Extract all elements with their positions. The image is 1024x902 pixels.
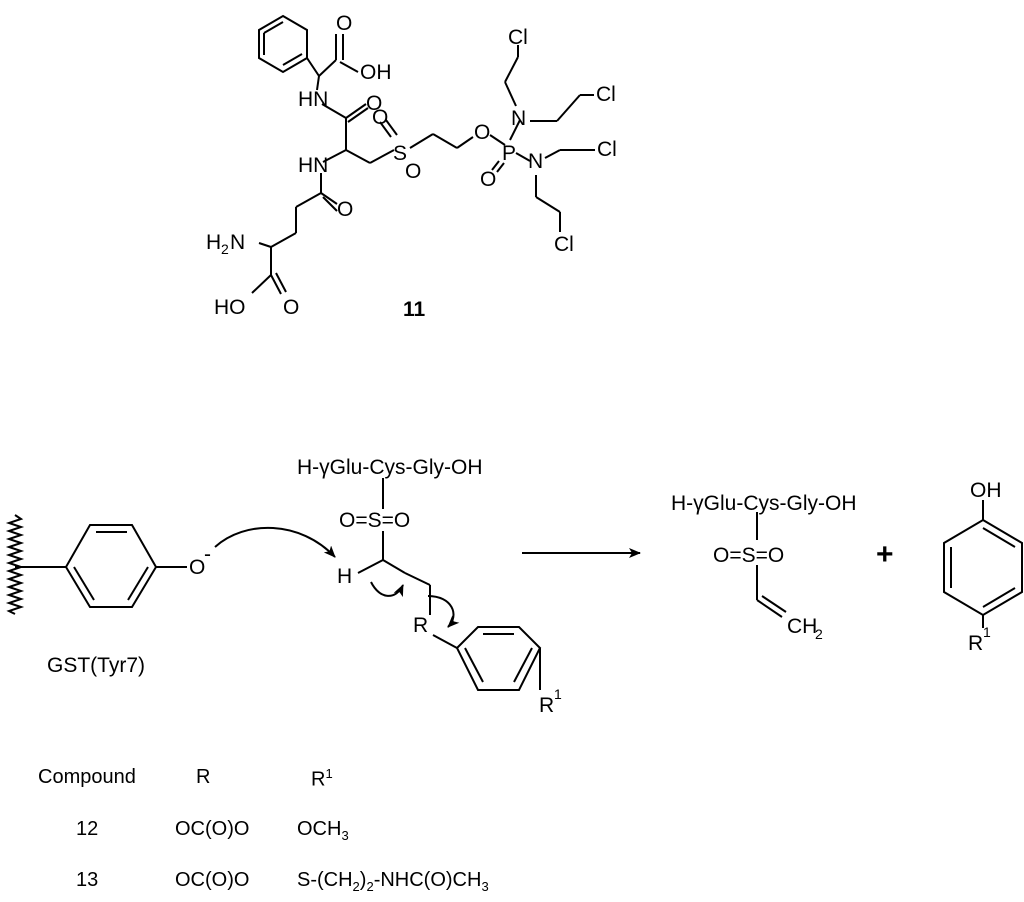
table-header-r1-text: R xyxy=(311,768,326,791)
row12-r1-sub: 3 xyxy=(341,828,349,843)
substrate-r1-sup: 1 xyxy=(554,686,562,702)
table-row-13-compound: 13 xyxy=(76,869,99,891)
amine-sub-label: 2 xyxy=(221,241,229,257)
phenoxide-o-label: O xyxy=(189,556,205,579)
table-row-12-r: OC(O)O xyxy=(175,818,250,840)
phenol-oh-label: OH xyxy=(970,479,1002,502)
row13-r1-sub-c: 3 xyxy=(481,879,489,894)
row13-r1-part-a: S-(CH xyxy=(297,869,353,891)
product-so2-label: O=S=O xyxy=(713,544,784,567)
phosphoryl-o-label: O xyxy=(480,168,496,191)
wavy-protein-backbone xyxy=(5,514,25,615)
product-ch2-sub: 2 xyxy=(815,626,823,642)
product-peptide-label: H-γGlu-Cys-Gly-OH xyxy=(671,492,856,515)
table-row-12-r1: OCH3 xyxy=(297,818,349,843)
compound-11-bonds xyxy=(251,14,595,295)
mechanism-bonds xyxy=(5,478,1023,691)
substrate-r-label: R xyxy=(413,614,428,637)
substrate-peptide-label: H-γGlu-Cys-Gly-OH xyxy=(297,456,482,479)
phenoxide-charge-label: - xyxy=(204,543,211,566)
row12-r1-part: OCH xyxy=(297,818,342,840)
attack-arrow xyxy=(214,526,336,558)
nitrogen-upper-label: N xyxy=(511,107,526,130)
amide-o-mid-label: O xyxy=(337,198,353,221)
table-header-compound: Compound xyxy=(38,766,136,788)
phenyl-ring-11 xyxy=(258,14,308,74)
phenol-ring xyxy=(943,518,1023,617)
carboxyl-ho-label: HO xyxy=(214,296,246,319)
table-row-13-r1: S-(CH2)2-NHC(O)CH3 xyxy=(297,869,489,894)
table-header-r1: R1 xyxy=(311,766,333,792)
electron-arrow-2 xyxy=(427,595,460,628)
substrate-h-label: H xyxy=(337,565,352,588)
amide-nh-mid-label: HN xyxy=(298,154,328,177)
amine-n-label: N xyxy=(230,231,245,254)
enzyme-label: GST(Tyr7) xyxy=(47,654,145,677)
tyrosine-ring xyxy=(64,524,158,608)
substrate-so2-label: O=S=O xyxy=(339,509,410,532)
amine-h-label: H xyxy=(206,231,221,254)
substrate-r1-label: R xyxy=(539,694,554,717)
chlorine-2-label: Cl xyxy=(596,83,616,106)
carboxyl-o-label: O xyxy=(336,12,352,35)
chlorine-3-label: Cl xyxy=(597,138,617,161)
carboxyl-oh-label: OH xyxy=(360,61,392,84)
ester-o-label: O xyxy=(474,121,490,144)
electron-arrow-1 xyxy=(370,581,404,598)
sulfone-s-label: S xyxy=(393,142,407,165)
row13-r1-part-c: -NHC(O)CH xyxy=(373,869,482,891)
sulfone-o1-label: O xyxy=(372,106,388,129)
row13-r1-part-b: ) xyxy=(359,869,367,891)
row13-r1-sub-a: 2 xyxy=(352,879,360,894)
table-header-r: R xyxy=(196,766,211,788)
phenol-r1-label: R xyxy=(968,632,983,655)
chlorine-1-label: Cl xyxy=(508,26,528,49)
phenol-r1-sup: 1 xyxy=(983,624,991,640)
carboxyl-o-bottom-label: O xyxy=(283,296,299,319)
plus-sign: + xyxy=(876,538,894,571)
amide-nh-top-label: HN xyxy=(298,88,328,111)
phosphorus-label: P xyxy=(502,142,516,165)
nitrogen-lower-label: N xyxy=(528,150,543,173)
table-header-r1-sup: 1 xyxy=(325,766,333,781)
sulfone-o2-label: O xyxy=(405,160,421,183)
chlorine-4-label: Cl xyxy=(554,233,574,256)
table-row-13-r: OC(O)O xyxy=(175,869,250,891)
product-ch2-label: CH xyxy=(787,615,817,638)
table-row-12-compound: 12 xyxy=(76,818,99,840)
row13-r1-sub-b: 2 xyxy=(366,879,374,894)
amide-o-top-label: O xyxy=(366,92,382,115)
compound-11-number: 11 xyxy=(403,298,426,321)
